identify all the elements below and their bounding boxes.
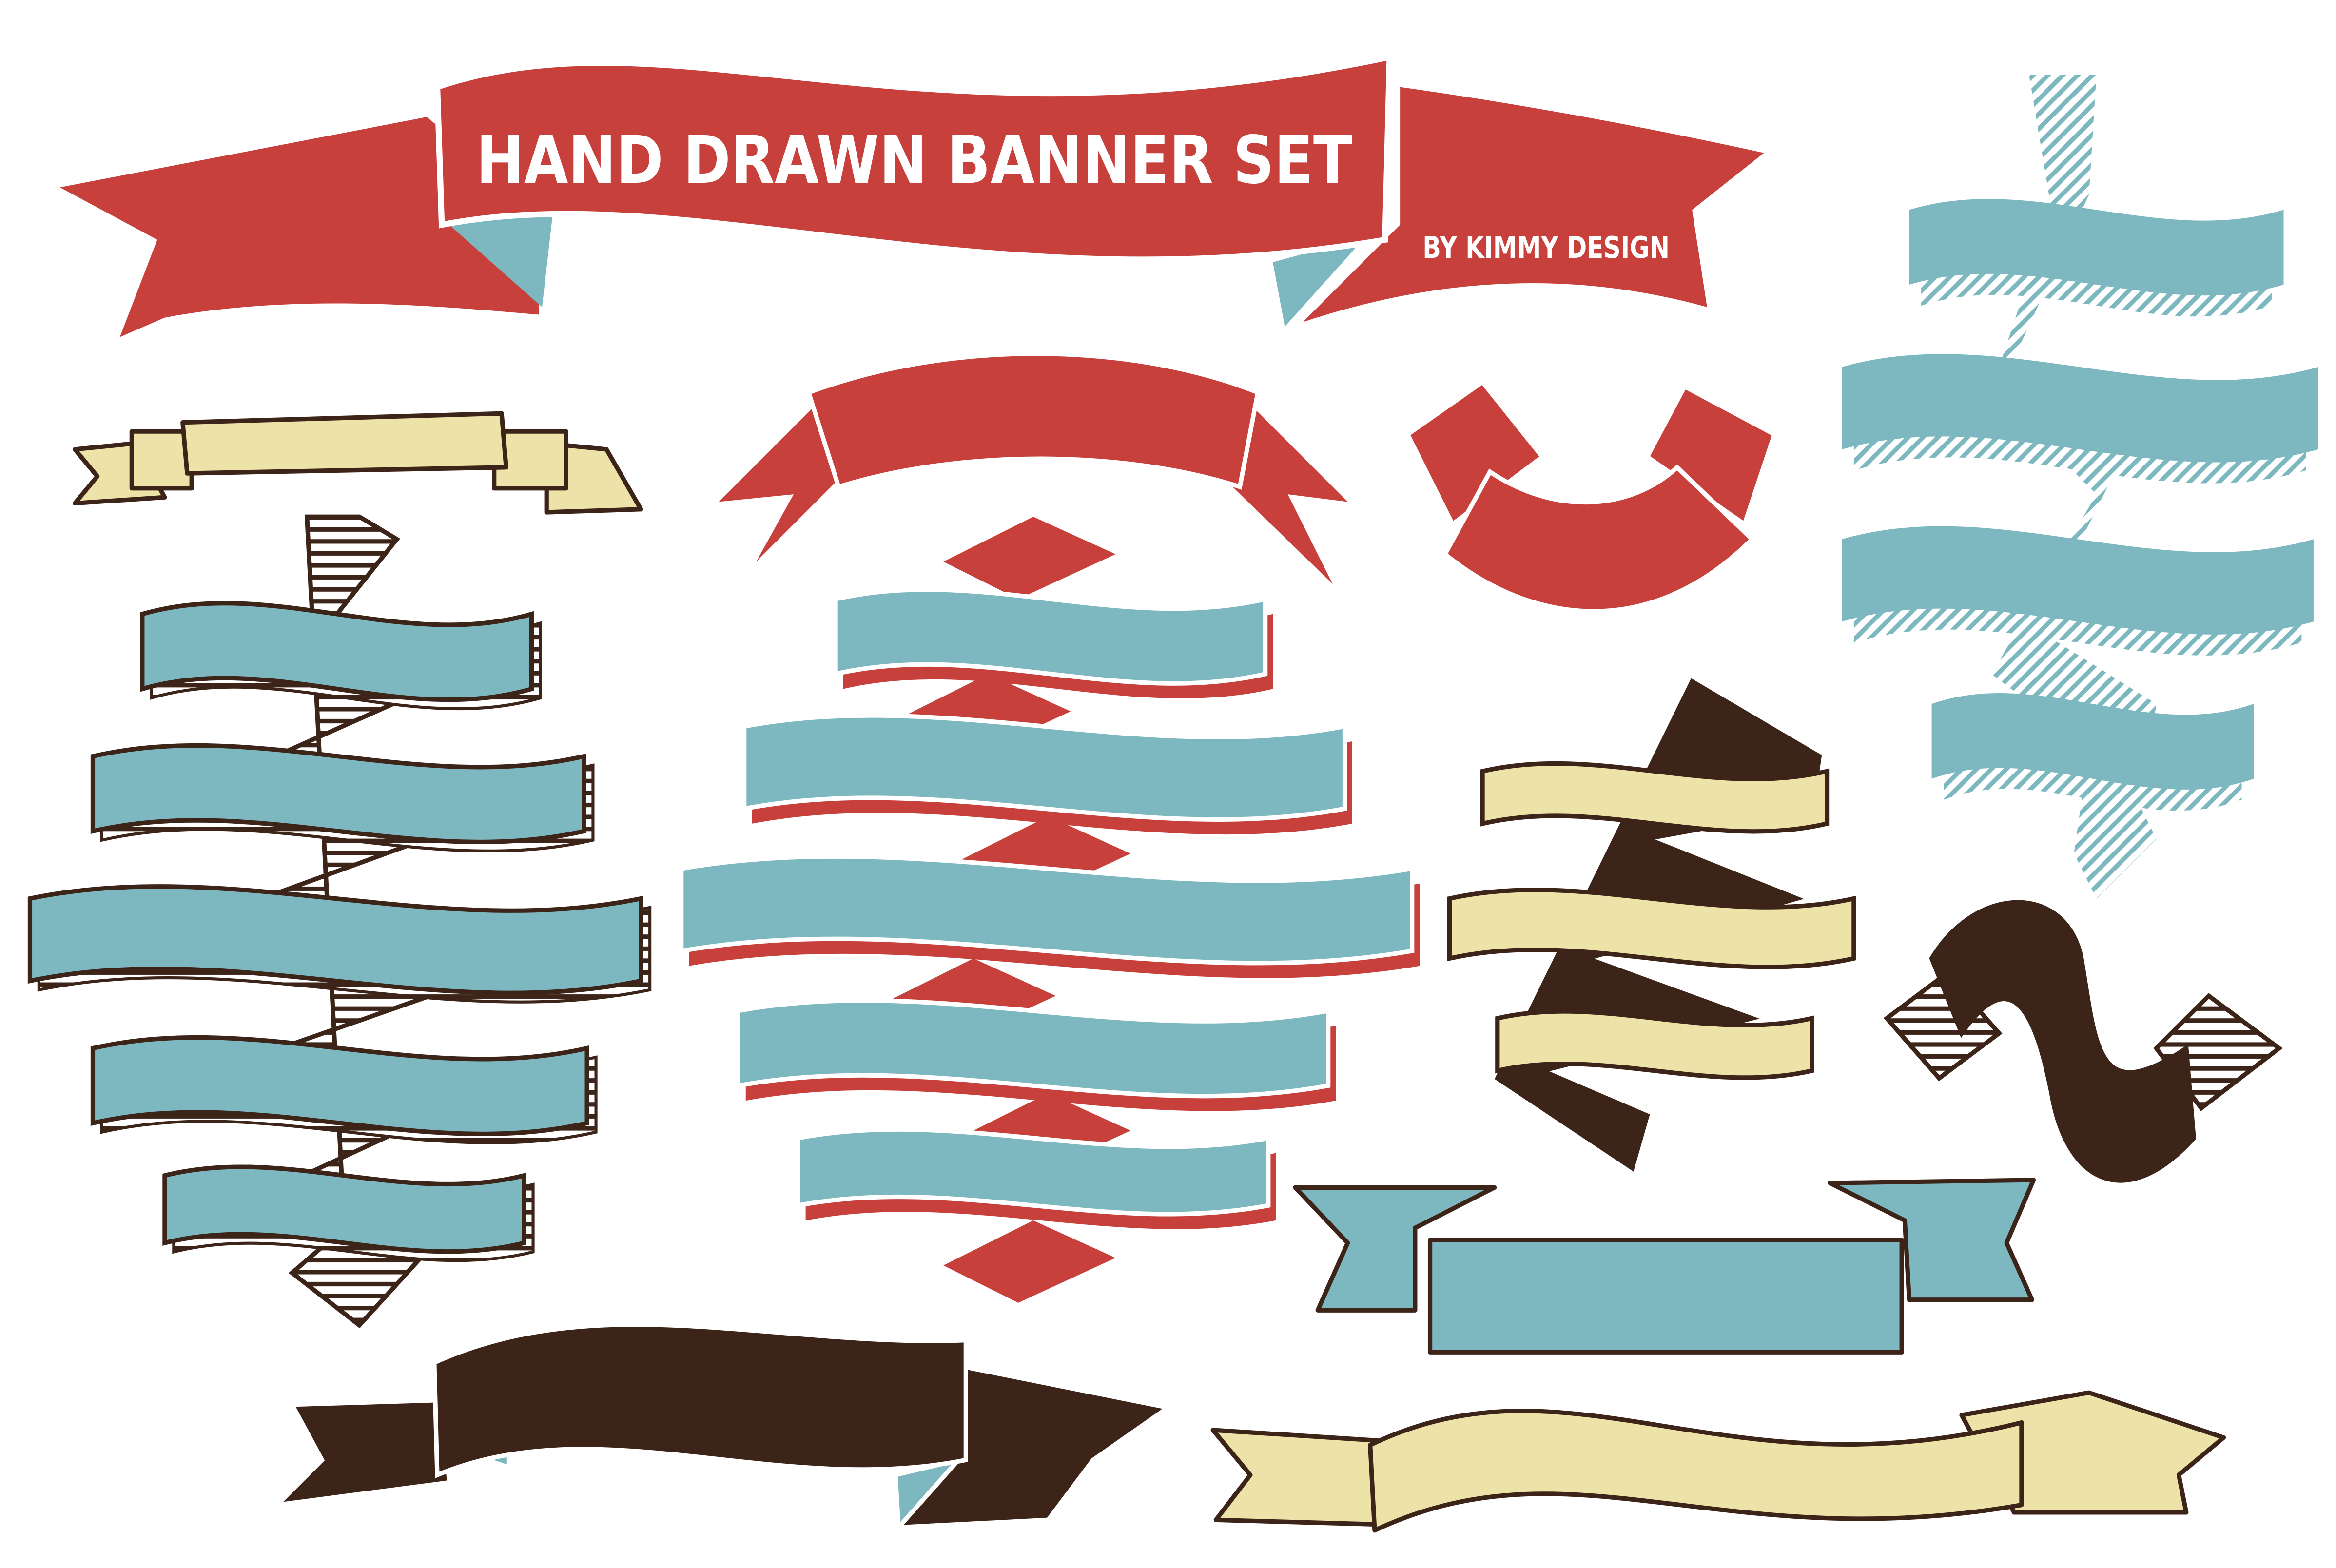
- red-connector: [943, 517, 1116, 600]
- teal-ribbon: [796, 1127, 1271, 1217]
- banner-tail: [1644, 383, 1777, 528]
- banner-body: [432, 1322, 968, 1478]
- banner-tail: [271, 1397, 452, 1508]
- teal-ribbon: [1842, 354, 2318, 463]
- banner-tail: [1404, 379, 1546, 528]
- teal-ribbon: [736, 998, 1331, 1099]
- banner-body: [806, 351, 1261, 490]
- byline-text: BY KIMMY DESIGN: [1422, 231, 1670, 265]
- banner-body: [1427, 1238, 1904, 1355]
- red-curved-banner: [1404, 379, 1777, 614]
- left-teal-ribbon-stack: [27, 514, 652, 1329]
- red-connector: [943, 1220, 1116, 1303]
- title-banner-right-fold: [1273, 236, 1366, 327]
- banner-body: [1368, 1409, 2024, 1533]
- cream-ribbon: [1495, 1009, 1814, 1080]
- banner-tail: [1210, 1428, 1380, 1527]
- banner-body: [180, 411, 508, 476]
- teal-ribbon: [90, 743, 586, 845]
- middle-teal-ribbon-stack: [679, 517, 1420, 1303]
- banner-tail: [1828, 1178, 2036, 1302]
- banner-fold: [129, 429, 194, 491]
- ribbon-end: [1883, 970, 2003, 1082]
- cream-zigzag-ribbon-stack: [1447, 678, 1856, 1172]
- cream-wavy-banner: [1210, 1390, 2226, 1533]
- banner-tail: [1959, 1390, 2226, 1515]
- banner-body: [1442, 464, 1755, 614]
- cream-ribbon: [1480, 761, 1830, 834]
- title-banner-left-fold: [449, 202, 554, 308]
- title-banner: HAND DRAWN BANNER SET BY KIMMY DESIGN: [59, 53, 1764, 337]
- brown-s-ribbon: [1883, 900, 2283, 1183]
- teal-ribbon: [27, 884, 643, 995]
- teal-ribbon: [1931, 693, 2254, 790]
- banner-tail: [1227, 404, 1348, 584]
- teal-ribbon: [90, 1035, 589, 1137]
- title-banner-left-tail: [59, 117, 539, 337]
- brown-wavy-banner: [271, 1322, 1174, 1533]
- teal-ribbon: [679, 854, 1415, 966]
- banner-tail: [719, 404, 839, 562]
- cream-small-banner: [72, 411, 643, 515]
- teal-ribbon: [1842, 526, 2314, 635]
- title-banner-main: [434, 53, 1393, 263]
- right-teal-ribbon-stack: [1842, 75, 2318, 899]
- teal-ribbon: [162, 1164, 526, 1254]
- teal-ribbon: [140, 601, 534, 702]
- title-banner-right-tail: [1303, 87, 1764, 322]
- title-text: HAND DRAWN BANNER SET: [476, 122, 1352, 198]
- teal-ribbon: [1909, 199, 2284, 296]
- cream-ribbon: [1447, 888, 1856, 969]
- red-arched-banner: [719, 351, 1348, 584]
- teal-rectangle-banner: [1293, 1178, 2036, 1355]
- teal-ribbon: [742, 713, 1347, 822]
- banner-tail: [1293, 1185, 1497, 1313]
- teal-ribbon: [833, 587, 1268, 686]
- ribbon-body: [1929, 900, 2196, 1183]
